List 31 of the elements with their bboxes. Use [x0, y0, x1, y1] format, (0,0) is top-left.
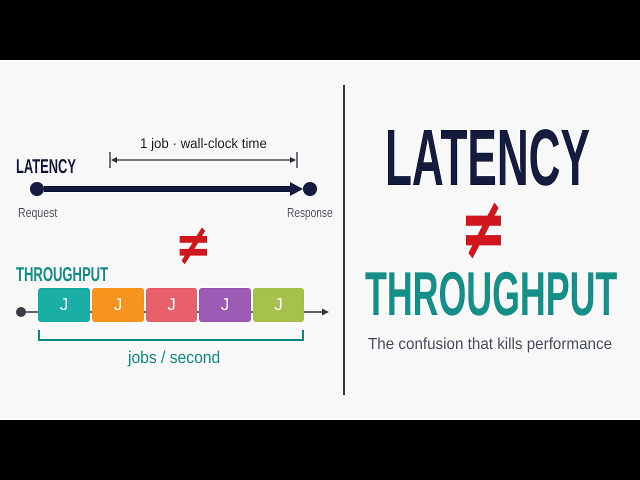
job-box [146, 288, 197, 322]
connector-line [144, 311, 146, 313]
job-letter: J [60, 296, 68, 314]
job-box [199, 288, 251, 322]
job-box [38, 288, 90, 322]
endpoint-dot [303, 182, 317, 196]
connector-line [26, 311, 38, 313]
endpoint-label: Response [287, 206, 333, 222]
job-letter: J [274, 296, 283, 314]
endpoint-dot [30, 182, 44, 196]
section-heading: LATENCY [16, 158, 76, 178]
headline-word: THROUGHPUT [365, 269, 618, 322]
headline-word: LATENCY [384, 124, 590, 192]
job-letter: J [220, 296, 230, 314]
start-dot [16, 307, 26, 317]
connector-line [90, 311, 92, 313]
job-letter: J [114, 296, 122, 314]
job-letter: J [167, 296, 176, 314]
section-heading: THROUGHPUT [16, 266, 108, 286]
not-equal-sign: ≠ [460, 197, 507, 259]
job-box [92, 288, 144, 322]
arrow [44, 182, 303, 196]
endpoint-label: Request [18, 206, 57, 222]
connector-line [251, 311, 253, 313]
arrow [304, 308, 329, 316]
dimension-label: 1 job · wall-clock time [140, 135, 266, 152]
job-box [253, 288, 304, 322]
connector-line [197, 311, 199, 313]
subtitle: The confusion that kills performance [368, 336, 612, 354]
bracket-label: jobs / second [128, 348, 220, 368]
not-equal-sign: ≠ [175, 224, 212, 264]
